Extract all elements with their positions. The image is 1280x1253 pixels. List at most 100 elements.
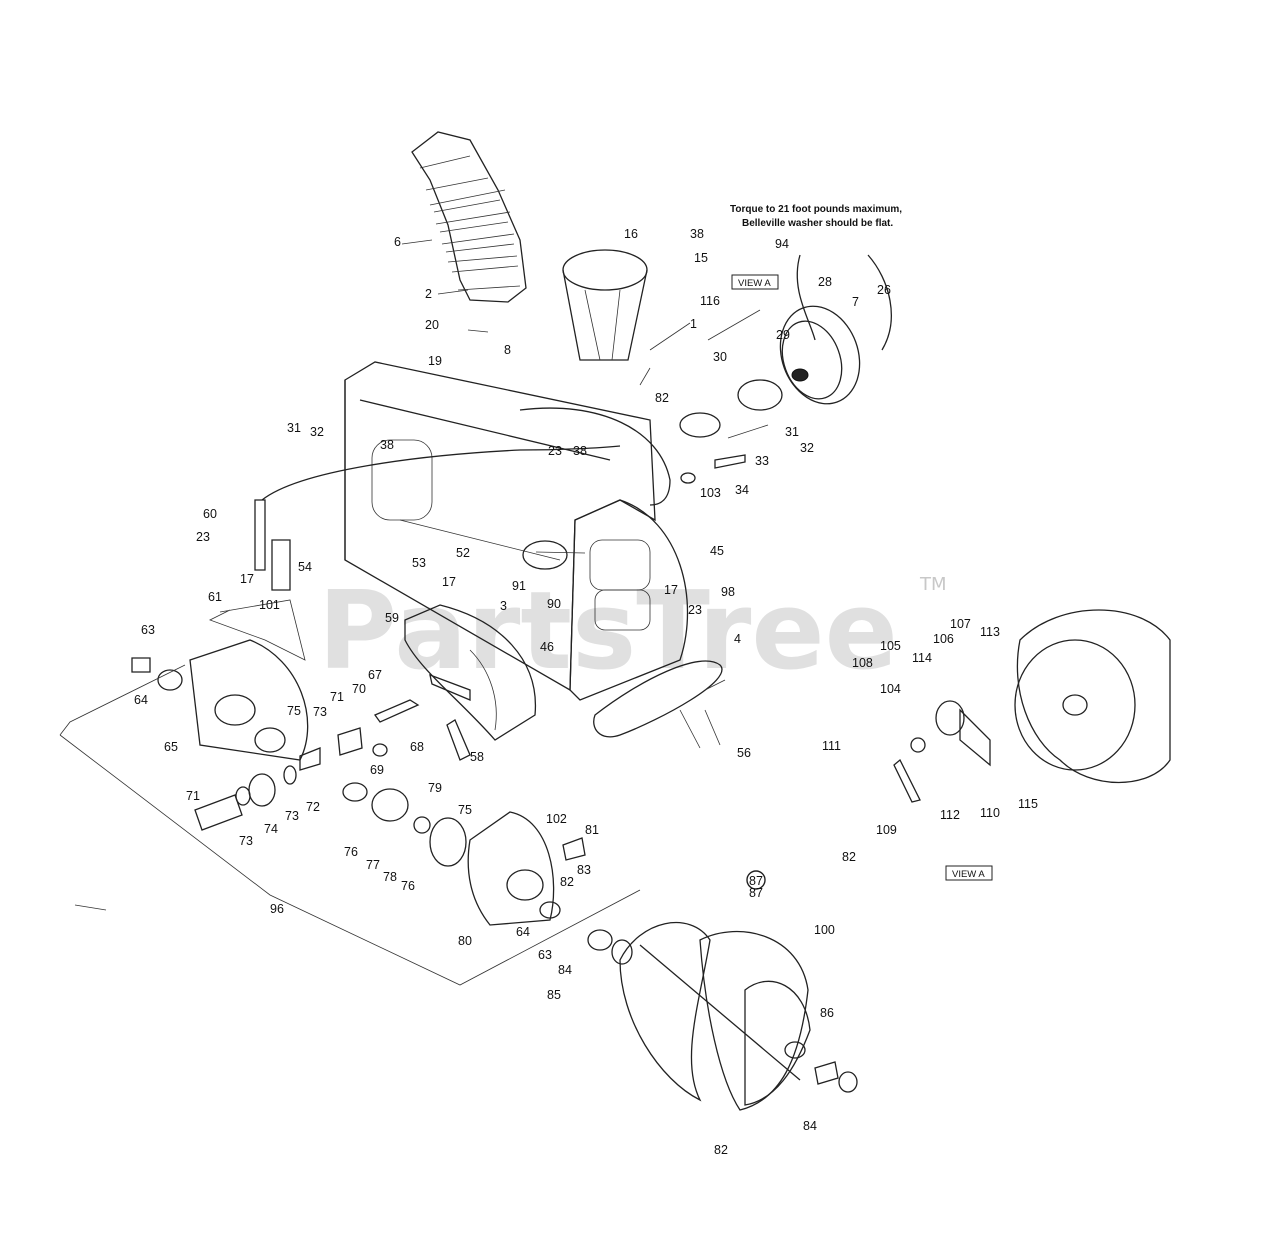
part-label: 81 (585, 823, 599, 837)
part-label: 103 (700, 486, 721, 500)
part-label: 113 (980, 625, 1000, 639)
part-label: 105 (880, 639, 901, 653)
pulley (779, 305, 861, 405)
gear-case-left (131, 639, 309, 761)
part-label: 23 (688, 603, 702, 617)
part-label: 112 (940, 808, 960, 822)
part-label: 73 (313, 705, 327, 719)
part-label: 63 (538, 948, 552, 962)
part-label: 90 (547, 597, 561, 611)
assembly-bracket-96 (59, 664, 641, 986)
part-label: 107 (950, 617, 971, 631)
part-label: 74 (264, 822, 278, 836)
part-label: 30 (713, 350, 727, 364)
chute-base (562, 249, 648, 361)
part-label: 71 (330, 690, 344, 704)
part-label: 29 (776, 328, 790, 342)
part-label: 82 (655, 391, 669, 405)
part-label: 38 (573, 444, 587, 458)
part-label: 61 (208, 590, 222, 604)
part-label: 86 (820, 1006, 834, 1020)
part-label: 56 (737, 746, 751, 760)
part-label: 31 (287, 421, 301, 435)
part-label: 38 (380, 438, 394, 452)
flange-bearing (737, 379, 783, 411)
part-label: 64 (516, 925, 530, 939)
part-label: 109 (876, 823, 897, 837)
part-label: 23 (196, 530, 210, 544)
part-label: 115 (1018, 797, 1038, 811)
view-a-box-bottom: VIEW A (945, 865, 993, 881)
circled-label-87: 87 (746, 870, 766, 890)
part-label: 96 (270, 902, 284, 916)
part-label: 16 (624, 227, 638, 241)
part-label: 2 (425, 287, 432, 301)
part-label: 94 (775, 237, 789, 251)
part-label: 38 (690, 227, 704, 241)
part-label: 69 (370, 763, 384, 777)
part-label: 78 (383, 870, 397, 884)
part-label: 72 (306, 800, 320, 814)
part-label: 52 (456, 546, 470, 560)
view-a-box-top: VIEW A (731, 274, 779, 290)
part-label: 82 (714, 1143, 728, 1157)
part-label: 116 (700, 294, 720, 308)
part-labels: 6 2 16 38 15 116 1 20 19 8 82 94 28 7 26… (134, 227, 1038, 1157)
part-label: 84 (558, 963, 572, 977)
part-label: 85 (547, 988, 561, 1002)
watermark-trademark: TM (919, 574, 947, 595)
part-label: 68 (410, 740, 424, 754)
part-label: 58 (470, 750, 484, 764)
part-label: 20 (425, 318, 439, 332)
part-label: 71 (186, 789, 200, 803)
part-label: 80 (458, 934, 472, 948)
part-label: 101 (259, 598, 280, 612)
part-label: 76 (344, 845, 358, 859)
part-label: 8 (504, 343, 511, 357)
part-label: 23 (548, 444, 562, 458)
auger (587, 921, 858, 1111)
discharge-chute (411, 131, 527, 303)
part-label: 32 (310, 425, 324, 439)
part-label: 26 (877, 283, 891, 297)
shift-lever (254, 499, 291, 591)
part-label: 67 (368, 668, 382, 682)
part-label: 15 (694, 251, 708, 265)
view-a-wheel (893, 609, 1171, 803)
part-label: 114 (912, 651, 932, 665)
control-cable (261, 445, 621, 501)
part-label: 75 (458, 803, 472, 817)
part-label: 64 (134, 693, 148, 707)
impeller-housing (404, 604, 537, 761)
part-label: 100 (814, 923, 835, 937)
part-label: 54 (298, 560, 312, 574)
part-label: 87 (749, 886, 763, 900)
torque-note-line1: Torque to 21 foot pounds maximum, (730, 204, 902, 215)
part-label: 7 (852, 295, 859, 309)
part-label: 17 (442, 575, 456, 589)
auger-housing (344, 361, 689, 701)
part-label: 110 (980, 806, 1000, 820)
part-label: 45 (710, 544, 724, 558)
part-label: 3 (500, 599, 507, 613)
part-label: 1 (690, 317, 697, 331)
part-label: 65 (164, 740, 178, 754)
part-label: 73 (285, 809, 299, 823)
torque-note-line2: Belleville washer should be flat. (742, 218, 893, 229)
part-label: 34 (735, 483, 749, 497)
part-label: 102 (546, 812, 567, 826)
part-label: 82 (842, 850, 856, 864)
drive-belt (593, 660, 723, 738)
part-label: 82 (560, 875, 574, 889)
part-label: 6 (394, 235, 401, 249)
part-label: 77 (366, 858, 380, 872)
part-label: 46 (540, 640, 554, 654)
part-label: 76 (401, 879, 415, 893)
part-label: 106 (933, 632, 954, 646)
part-label: 84 (803, 1119, 817, 1133)
part-label: 17 (664, 583, 678, 597)
svg-text:VIEW A: VIEW A (738, 278, 771, 289)
part-label: 104 (880, 682, 901, 696)
part-label: 111 (822, 739, 841, 753)
